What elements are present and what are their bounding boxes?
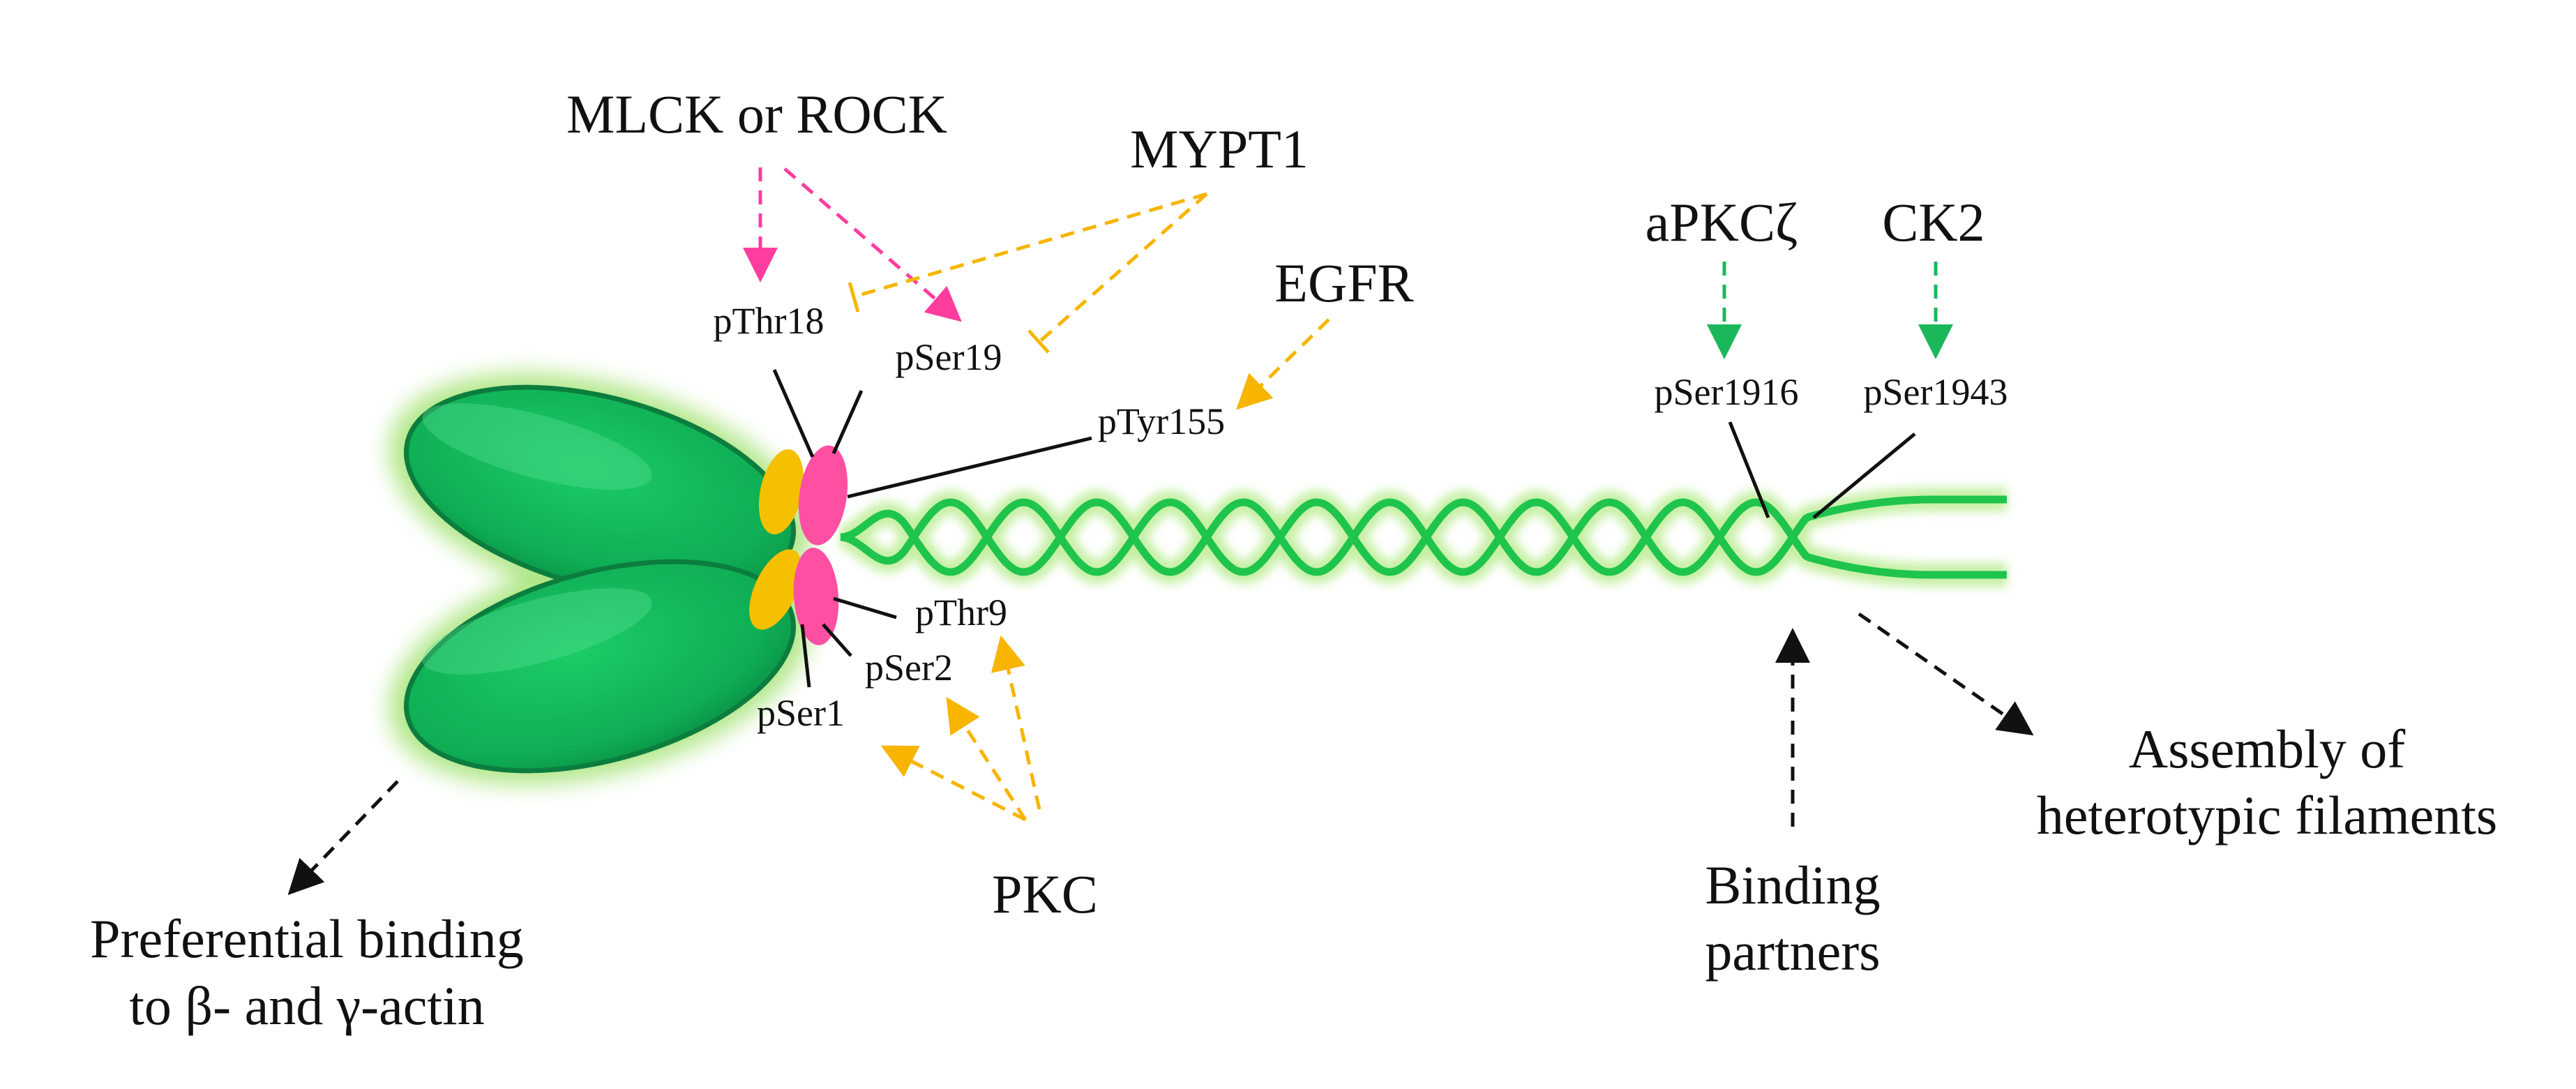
arrow-to-assembly bbox=[1858, 612, 2034, 736]
label-pkc: PKC bbox=[992, 864, 1098, 924]
inhib-mypt1-pser19 bbox=[1038, 193, 1208, 343]
regulatory-light-chain-lower bbox=[793, 548, 839, 645]
label-ck2: CK2 bbox=[1882, 192, 1984, 253]
bar-pthr18 bbox=[848, 282, 860, 313]
site-pser1916: pSer1916 bbox=[1655, 371, 1799, 413]
coiled-coil-strand-1 bbox=[840, 495, 2007, 576]
label-mypt1: MYPT1 bbox=[1130, 119, 1309, 179]
essential-light-chain-lower bbox=[749, 549, 802, 630]
outcome-assembly-line1: Assembly of bbox=[2129, 719, 2406, 779]
egfr-pkc-arrows bbox=[880, 318, 1330, 822]
outcome-partners-line1: Binding bbox=[1705, 855, 1880, 915]
leader-pthr9 bbox=[833, 596, 897, 619]
outcome-actin-line1: Preferential binding bbox=[90, 908, 524, 969]
leader-pser1943 bbox=[1812, 433, 1916, 519]
head-highlight-lower bbox=[422, 588, 652, 675]
leader-pser2 bbox=[822, 623, 852, 657]
arrow-pkc-to-pser1 bbox=[880, 745, 1027, 822]
mlck-rock-arrows bbox=[743, 167, 962, 322]
arrow-pkc-to-pthr9 bbox=[991, 635, 1041, 810]
site-pser1943: pSer1943 bbox=[1864, 371, 2008, 413]
inhib-mypt1-pthr18 bbox=[854, 192, 1207, 299]
arrow-pkc-to-pser2 bbox=[946, 696, 1027, 821]
site-pser19: pSer19 bbox=[896, 336, 1002, 378]
outcome-actin-line2: to β- and γ-actin bbox=[129, 975, 484, 1036]
apkc-ck2-arrows bbox=[1707, 262, 1953, 359]
arrow-mlck-to-pser19 bbox=[783, 167, 962, 322]
leader-pthr18 bbox=[772, 368, 815, 458]
leader-ptyr155 bbox=[847, 436, 1092, 499]
head-highlight-upper bbox=[422, 403, 652, 490]
leader-pser1916 bbox=[1728, 421, 1770, 518]
outcome-assembly-line2: heterotypic filaments bbox=[2037, 785, 2498, 846]
arrow-to-actin-binding bbox=[287, 780, 399, 895]
outcome-arrows bbox=[287, 612, 2034, 895]
label-apkc: aPKCζ bbox=[1645, 192, 1798, 253]
site-pser1: pSer1 bbox=[757, 692, 845, 734]
mypt1-inhibition bbox=[854, 192, 1208, 343]
leader-pser19 bbox=[831, 389, 864, 455]
motor-head-lower bbox=[404, 559, 796, 774]
site-pser2: pSer2 bbox=[865, 647, 953, 689]
essential-light-chain-upper bbox=[758, 449, 804, 534]
arrow-egfr-to-ptyr155 bbox=[1236, 318, 1330, 410]
regulatory-light-chain-upper bbox=[798, 445, 848, 546]
coiled-coil-strand-2 bbox=[840, 498, 2007, 579]
leader-pser1 bbox=[800, 624, 811, 688]
outcome-partners-line2: partners bbox=[1705, 921, 1880, 982]
site-ptyr155: pTyr155 bbox=[1098, 400, 1225, 442]
site-pthr9: pThr9 bbox=[915, 592, 1007, 633]
bar-pser19 bbox=[1027, 329, 1050, 354]
label-egfr: EGFR bbox=[1274, 253, 1413, 313]
label-mlck-rock: MLCK or ROCK bbox=[566, 84, 947, 144]
site-pthr18: pThr18 bbox=[714, 300, 824, 342]
mypt1-bars bbox=[848, 282, 1050, 354]
site-leader-lines bbox=[772, 368, 1916, 688]
